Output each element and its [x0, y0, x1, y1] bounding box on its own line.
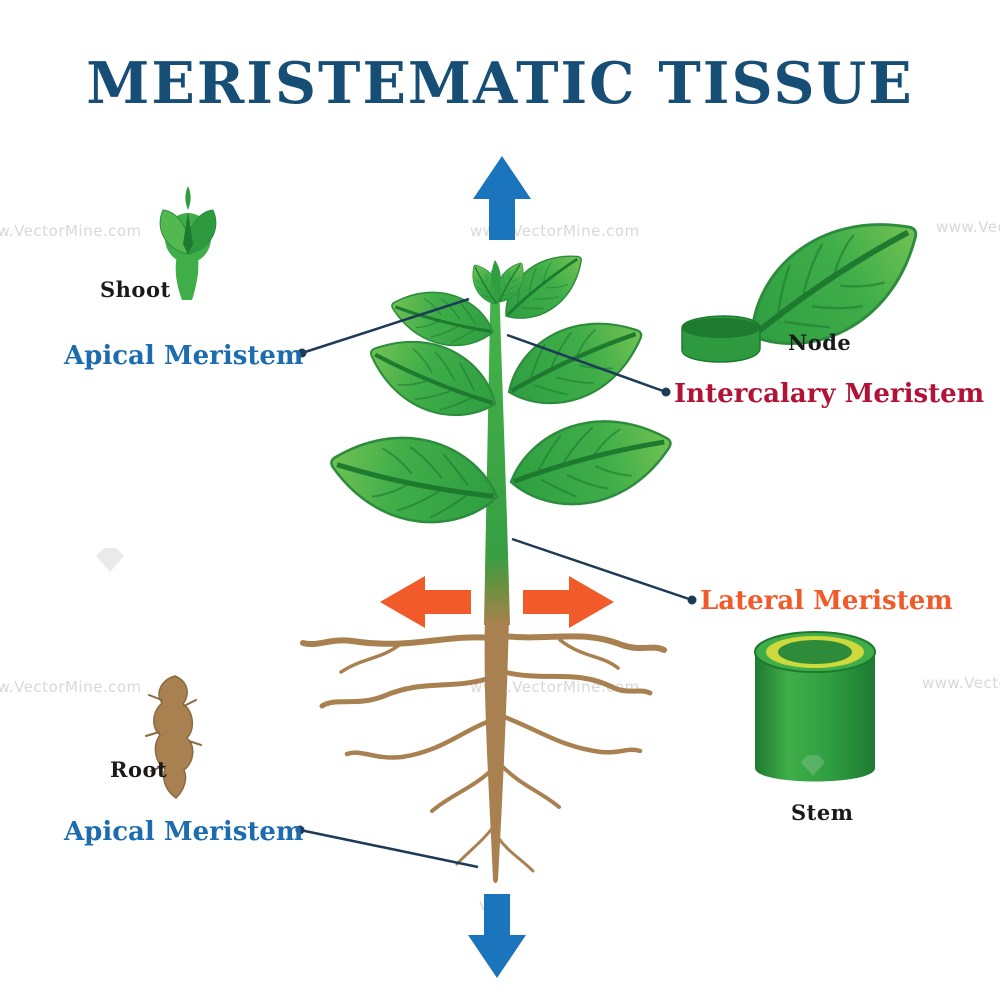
connector-lines	[295, 297, 697, 869]
root-icon	[145, 675, 202, 799]
stem-cylinder-icon	[754, 631, 876, 782]
plant-stem	[484, 268, 510, 625]
connector-lateral	[511, 537, 693, 602]
label-stem: Stem	[791, 800, 854, 825]
label-shoot: Shoot	[100, 277, 171, 302]
plant-roots	[300, 633, 667, 873]
watermark-text: www.VectorMine.com	[936, 218, 1000, 236]
growth-arrows	[380, 156, 614, 978]
label-node: Node	[788, 330, 852, 355]
label-apical-meristem-top: Apical Meristem	[64, 341, 304, 371]
watermark-gem-icon	[801, 755, 825, 776]
apical-bud	[491, 260, 501, 296]
watermark-gem-icon	[96, 548, 124, 572]
arrow-right-icon	[523, 576, 614, 628]
plant-taproot	[484, 618, 509, 883]
label-root: Root	[110, 757, 168, 782]
label-intercalary-meristem: Intercalary Meristem	[674, 379, 985, 409]
connector-intercalary	[506, 333, 667, 394]
arrow-down-icon	[468, 894, 526, 978]
plant-illustration	[300, 238, 680, 883]
connector-apical-top	[301, 297, 470, 355]
label-lateral-meristem: Lateral Meristem	[700, 586, 953, 616]
connector-apical-bottom	[299, 828, 479, 869]
shoot-icon	[159, 186, 217, 300]
watermark-text: www.VectorMine.com	[922, 674, 1000, 692]
watermark-text: www.VectorMine.com	[0, 222, 142, 240]
arrow-left-icon	[380, 576, 471, 628]
arrow-up-icon	[473, 156, 531, 240]
watermark-text: www.VectorMine.com	[0, 678, 142, 696]
label-apical-meristem-bottom: Apical Meristem	[64, 817, 304, 847]
page-title: MERISTEMATIC TISSUE	[86, 50, 914, 117]
node-icon	[681, 191, 940, 375]
